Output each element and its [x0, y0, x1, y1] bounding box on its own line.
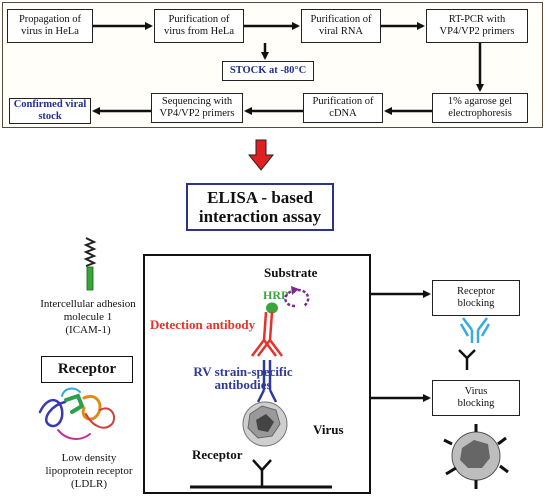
detection-antibody-label: Detection antibody — [150, 317, 256, 332]
step-rtpcr: RT-PCR with VP4/VP2 primers — [426, 9, 528, 43]
blocked-receptor-icon — [458, 349, 476, 370]
step-propagation-label: Propagation of virus in HeLa — [18, 14, 82, 37]
hrp-enzyme-icon — [266, 302, 278, 314]
icam-label: Intercellular adhesion molecule 1 (ICAM-… — [0, 298, 176, 337]
step-purification-rna: Purification of viral RNA — [301, 9, 381, 43]
step-cdna-label: Purification of cDNA — [312, 96, 374, 119]
ldlr-label-line1: Low density — [61, 452, 117, 464]
icam-label-line1: Intercellular adhesion — [40, 298, 136, 310]
elisa-title-line1: ELISA - based — [207, 188, 313, 207]
receptor-blocking-line2: blocking — [457, 298, 495, 309]
icam-label-line2: molecule 1 — [63, 311, 113, 323]
rv-antibody-icon — [256, 360, 278, 403]
step-gel-label: 1% agarose gel electrophoresis — [447, 96, 513, 119]
icam-spring-icon — [83, 237, 97, 291]
rv-antibodies-line1: RV strain-specific — [193, 364, 293, 379]
step-propagation: Propagation of virus in HeLa — [7, 9, 93, 43]
workflow-arrows — [92, 22, 484, 115]
step-gel: 1% agarose gel electrophoresis — [432, 93, 528, 123]
side-arrows — [371, 290, 431, 402]
blocking-antibody-icon — [459, 317, 491, 343]
substrate-label: Substrate — [264, 265, 318, 280]
receptor-box: Receptor — [41, 356, 133, 383]
icam-label-line3: (ICAM-1) — [65, 324, 111, 336]
step-rtpcr-label: RT-PCR with VP4/VP2 primers — [439, 14, 515, 37]
step-sequencing-label: Sequencing with VP4/VP2 primers — [159, 96, 235, 119]
step-cdna: Purification of cDNA — [303, 93, 383, 123]
stock-label: STOCK at -80°C — [229, 65, 307, 76]
elisa-title-box: ELISA - based interaction assay — [186, 183, 334, 231]
virus-blocking-box: Virus blocking — [432, 380, 520, 416]
step-purification-rna-label: Purification of viral RNA — [310, 14, 372, 37]
virus-blocked-icon — [443, 424, 509, 489]
assay-frame — [143, 254, 371, 494]
substrate-icon — [284, 286, 310, 308]
assay-receptor-icon — [252, 459, 272, 486]
rv-antibodies-line2: antibodies — [214, 377, 272, 392]
confirmed-stock-label: Confirmed viral stock — [13, 99, 87, 122]
receptor-box-label: Receptor — [57, 361, 117, 377]
red-down-arrow-icon — [247, 139, 275, 171]
virus-particle-icon — [242, 401, 288, 447]
ldlr-protein-icon — [38, 387, 116, 440]
assay-receptor-label: Receptor — [192, 447, 243, 462]
step-purification-virus: Purification of virus from HeLa — [154, 9, 244, 43]
step-sequencing: Sequencing with VP4/VP2 primers — [151, 93, 243, 123]
receptor-blocking-line1: Receptor — [457, 286, 495, 297]
ldlr-label-line3: (LDLR) — [70, 478, 108, 490]
detection-antibody-icon — [251, 311, 283, 357]
virus-label: Virus — [313, 422, 344, 437]
virus-blocking-line2: blocking — [457, 398, 495, 409]
ldlr-label: Low density lipoprotein receptor (LDLR) — [0, 452, 178, 491]
virus-blocking-line1: Virus — [464, 386, 488, 397]
step-purification-virus-label: Purification of virus from HeLa — [164, 14, 234, 37]
confirmed-stock-box: Confirmed viral stock — [9, 98, 91, 124]
elisa-title-line2: interaction assay — [198, 207, 322, 226]
stock-box: STOCK at -80°C — [222, 61, 314, 81]
rv-antibodies-label: RV strain-specific antibodies — [173, 365, 313, 391]
hrp-label: HRP — [263, 288, 289, 302]
receptor-blocking-box: Receptor blocking — [432, 280, 520, 316]
ldlr-label-line2: lipoprotein receptor — [45, 465, 133, 477]
